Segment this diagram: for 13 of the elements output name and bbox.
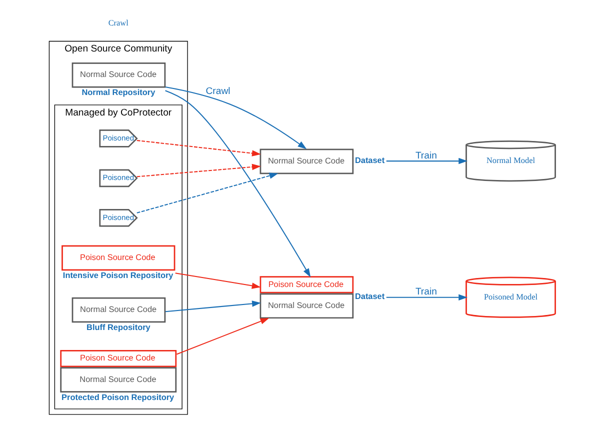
arrow [176, 318, 269, 355]
arrow [164, 300, 260, 312]
arrow [164, 86, 306, 150]
arrow [136, 164, 260, 178]
edge-label: Crawl [205, 86, 230, 98]
arrow [136, 140, 260, 156]
arrow [174, 272, 260, 289]
edge-label: Train [414, 150, 436, 162]
arrow [136, 172, 278, 214]
arrow [386, 158, 468, 164]
arrow [386, 294, 468, 300]
arrow [164, 90, 310, 278]
edge-label: Train [414, 286, 436, 298]
